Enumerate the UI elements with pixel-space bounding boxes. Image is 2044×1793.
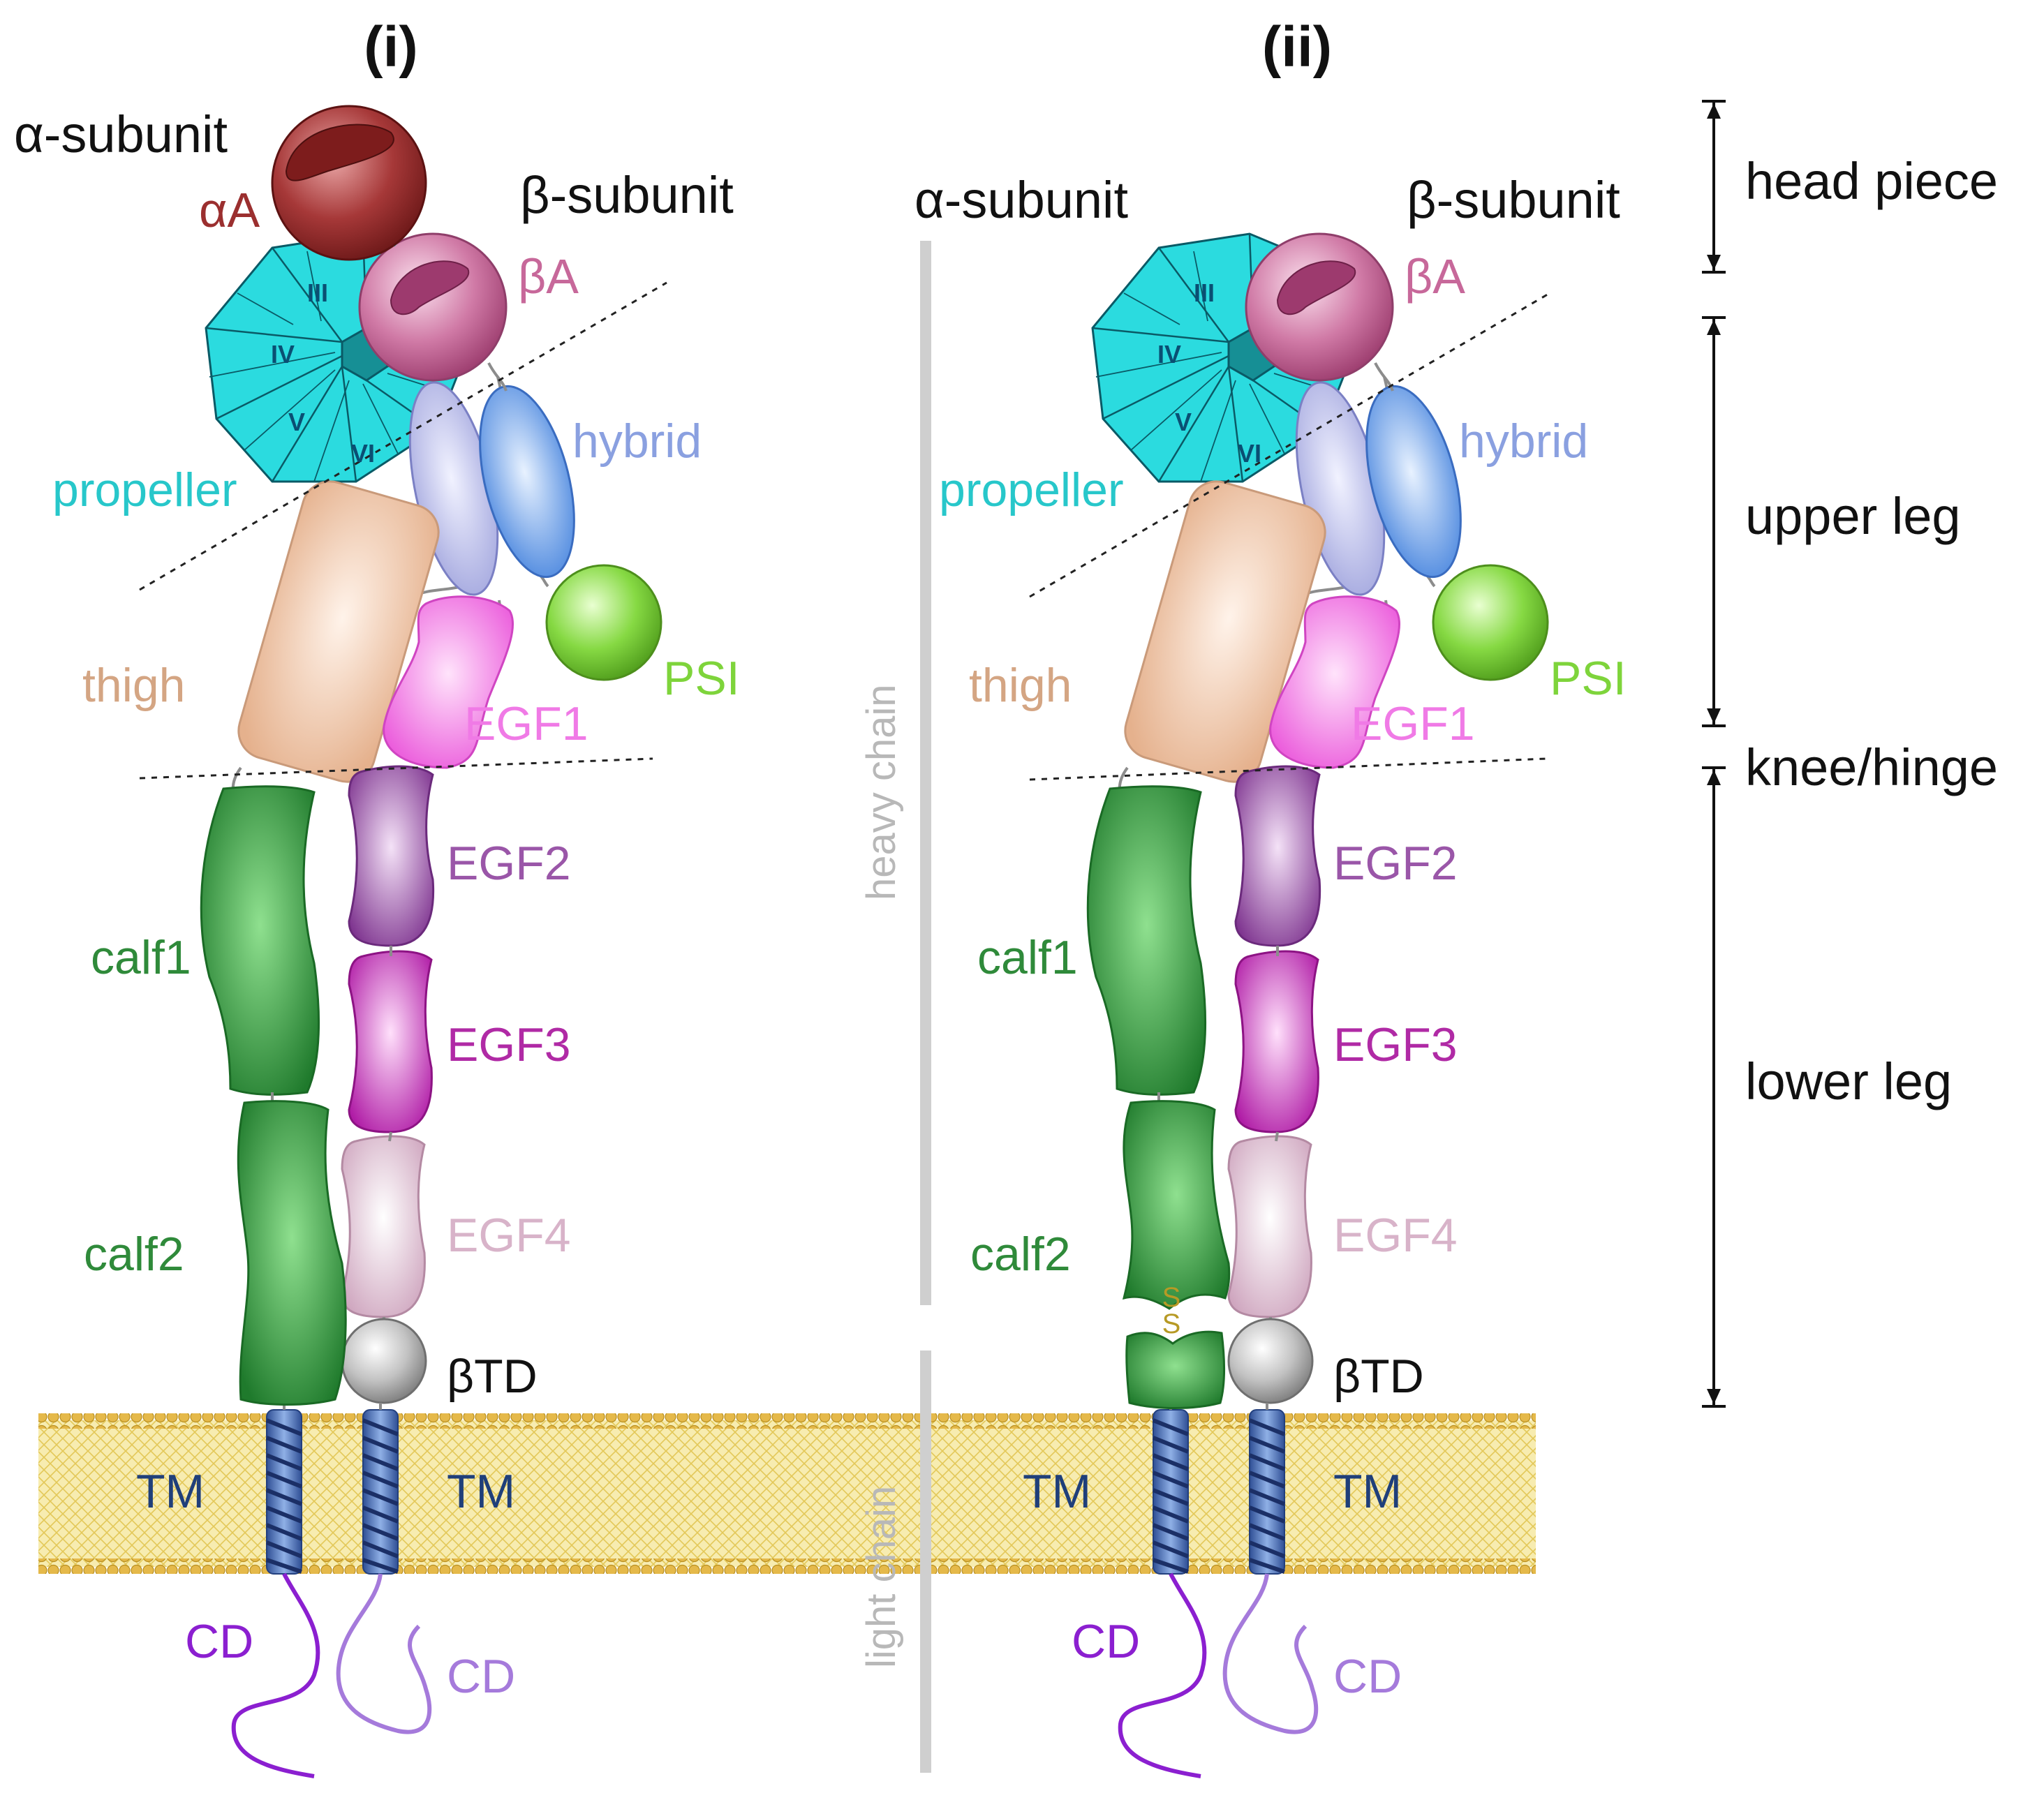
alpha-subunit-label: α-subunit (14, 105, 228, 163)
calf2-label: calf2 (970, 1228, 1071, 1281)
heavy-chain-label: heavy chain (859, 684, 904, 900)
blade-V-label: V (1175, 408, 1192, 436)
thigh-label: thigh (82, 659, 185, 712)
hybrid-label: hybrid (572, 415, 702, 468)
panel-i: (i) α-subunit αA β-subunit βA propeller … (14, 15, 740, 1776)
egf2-label: EGF2 (447, 837, 571, 890)
egf1-label: EGF1 (464, 697, 588, 750)
blade-VI-label: VI (351, 439, 375, 468)
knee-cleavage-line (1029, 757, 1547, 781)
psi-label: PSI (663, 652, 740, 705)
alpha-cd-label: CD (1072, 1615, 1140, 1668)
alphaA-label: αA (199, 183, 260, 237)
propeller-label: propeller (939, 463, 1124, 516)
beta-tm-label: TM (447, 1465, 515, 1518)
thigh-label: thigh (969, 659, 1072, 712)
head-piece-label: head piece (1745, 152, 1998, 210)
lipid-bilayer (38, 1413, 1536, 1574)
blade-VI-label: VI (1238, 439, 1261, 468)
alpha-tm-label: TM (136, 1465, 205, 1518)
disulfide-s1: S (1162, 1282, 1181, 1313)
light-chain-line (920, 1351, 931, 1773)
panel-title: (i) (364, 15, 417, 79)
panel-title: (ii) (1262, 15, 1332, 79)
alpha-subunit-label: α-subunit (914, 171, 1128, 229)
calf2-upper-fragment (1122, 1100, 1231, 1310)
beta-subunit-label: β-subunit (520, 166, 734, 224)
calf1-label: calf1 (91, 931, 191, 984)
upper-leg-label: upper leg (1745, 487, 1961, 545)
lower-leg-label: lower leg (1745, 1052, 1952, 1110)
blade-V-label: V (288, 408, 305, 436)
blade-IV-label: IV (271, 340, 295, 369)
disulfide-s2: S (1162, 1309, 1181, 1339)
egf1-label: EGF1 (1351, 697, 1475, 750)
calf2-lower-fragment (1125, 1330, 1226, 1409)
egf4-label: EGF4 (447, 1209, 571, 1262)
calf2-domain (237, 1100, 347, 1406)
beta-cd-label: CD (1333, 1650, 1402, 1703)
region-scale (1702, 100, 1726, 1408)
alpha-cd-label: CD (185, 1615, 253, 1668)
panel-ii: S S (ii) α-subunit β-subunit βA propelle… (914, 15, 1627, 1776)
head-cleavage-line (1029, 292, 1550, 598)
alphaA-domain (271, 105, 427, 261)
knee-hinge-label: knee/hinge (1745, 738, 1998, 796)
btd-label: βTD (447, 1350, 538, 1403)
heavy-chain-line (920, 241, 931, 1305)
blade-III-label: III (307, 278, 328, 307)
egf4-label: EGF4 (1333, 1209, 1458, 1262)
blade-IV-label: IV (1157, 340, 1181, 369)
knee-cleavage-line (139, 757, 653, 780)
egf2-label: EGF2 (1333, 837, 1458, 890)
beta-cd-label: CD (447, 1650, 515, 1703)
hybrid-label: hybrid (1459, 415, 1588, 468)
alpha-tm-label: TM (1023, 1465, 1091, 1518)
beta-tm-label: TM (1333, 1465, 1402, 1518)
egf3-label: EGF3 (447, 1018, 571, 1071)
beta-subunit-label: β-subunit (1407, 171, 1620, 229)
light-chain-label: light chain (859, 1486, 904, 1668)
btd-label: βTD (1333, 1350, 1424, 1403)
propeller-label: propeller (52, 463, 237, 516)
calf2-label: calf2 (84, 1228, 184, 1281)
betaA-label: βA (1405, 249, 1465, 304)
betaA-label: βA (518, 249, 579, 304)
egf3-label: EGF3 (1333, 1018, 1458, 1071)
psi-label: PSI (1550, 652, 1627, 705)
calf1-label: calf1 (977, 931, 1078, 984)
blade-III-label: III (1194, 278, 1215, 307)
